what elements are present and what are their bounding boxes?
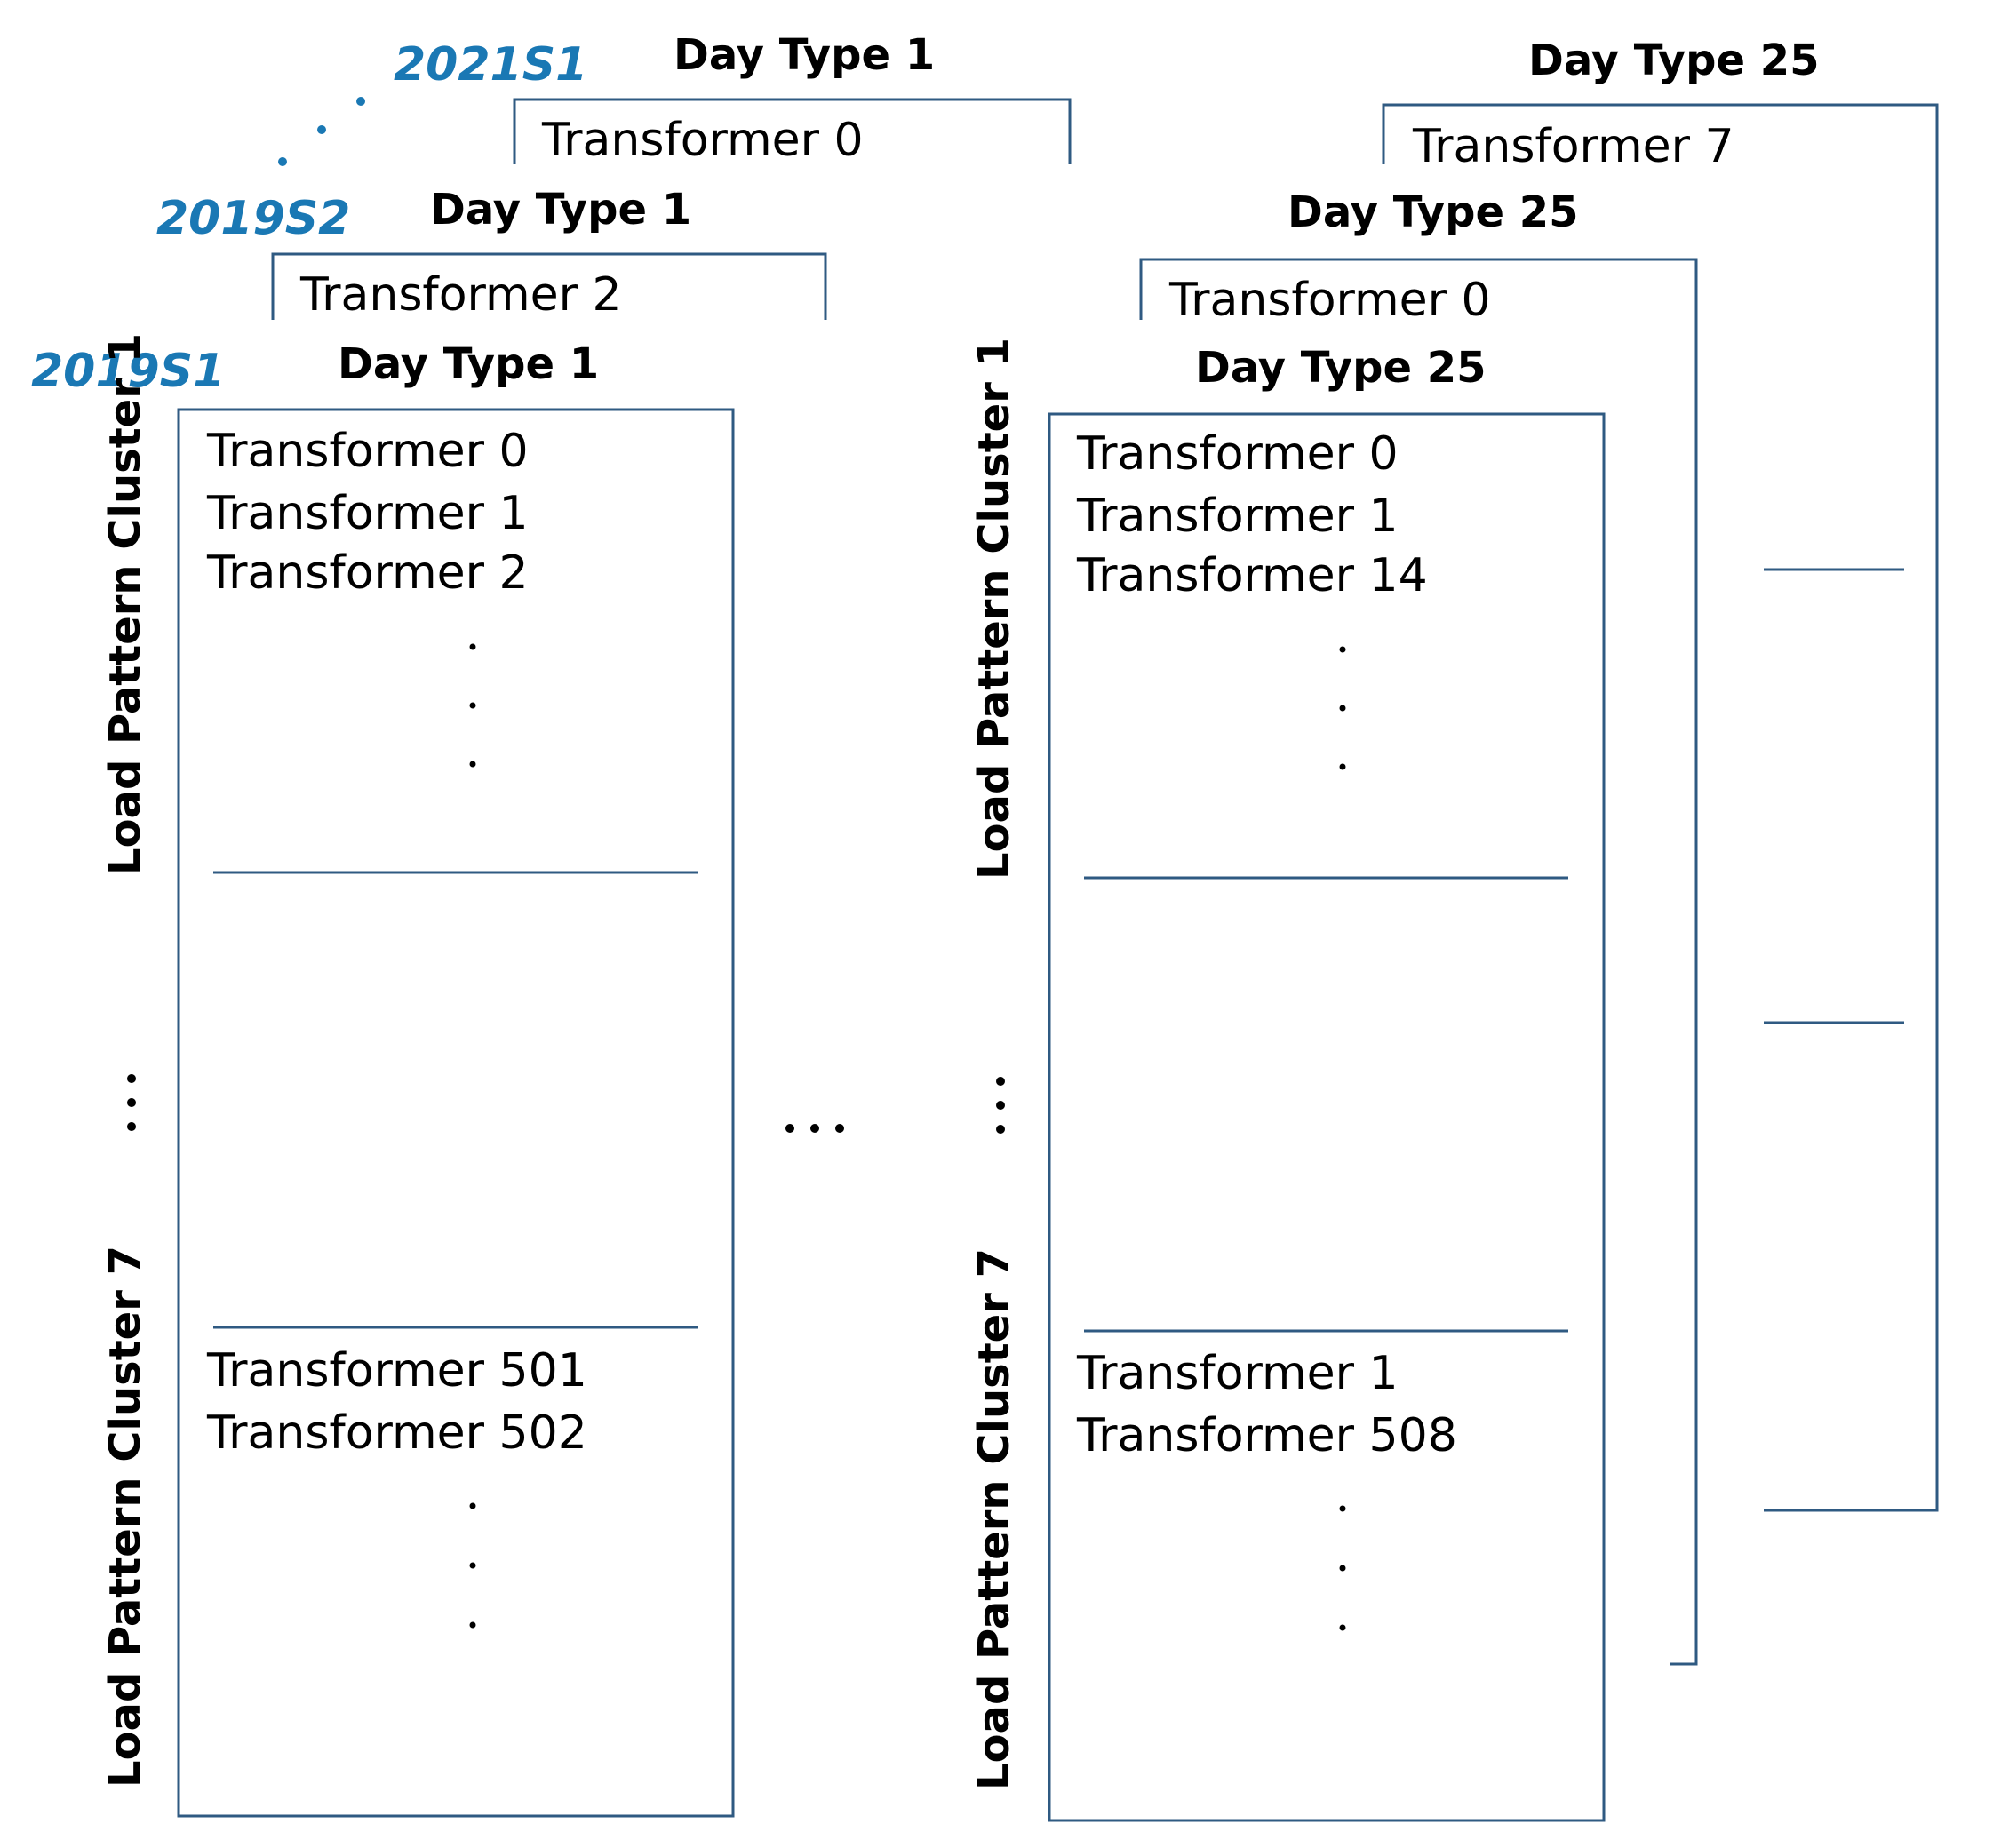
panel-frame-2019s2-dt1 xyxy=(271,252,827,320)
panel-frame-2019s1-dt25 xyxy=(1048,412,1606,1822)
cluster-ellipsis-dot xyxy=(127,1122,136,1131)
cluster-ellipsis-dot xyxy=(996,1077,1005,1086)
season-label-2019s1: 2019S1 xyxy=(31,345,225,398)
list-ellipsis-dot xyxy=(1339,646,1346,653)
transformer-label-2019s2-dt25: Transformer 0 xyxy=(1168,274,1491,327)
transformer-list-item: Transformer 0 xyxy=(1076,427,1399,481)
transformer-list-item: Transformer 1 xyxy=(206,487,529,540)
transformer-label-2021s1-dt25: Transformer 7 xyxy=(1412,120,1734,173)
season-2019s2-layer: 2019S2 Day Type 1 Transformer 2 Day Type… xyxy=(156,185,1698,1666)
transformer-label-2021s1-dt1: Transformer 0 xyxy=(541,114,864,167)
transformer-list-item: Transformer 0 xyxy=(206,425,529,478)
panel-frame-2021s1-dt25 xyxy=(1382,103,1939,1512)
cluster-ellipsis-dot xyxy=(127,1098,136,1107)
day-type-label-2021s1-last: Day Type 25 xyxy=(1528,36,1820,85)
season-ellipsis-dot xyxy=(356,97,365,106)
day-type-ellipsis-dot xyxy=(835,1124,844,1133)
day-type-label-2019s1-last: Day Type 25 xyxy=(1195,343,1487,393)
day-type-ellipsis-dot xyxy=(785,1124,794,1133)
day-type-label-2019s2-last: Day Type 25 xyxy=(1287,187,1579,237)
list-ellipsis-dot xyxy=(469,1621,476,1629)
day-type-label-2019s2-first: Day Type 1 xyxy=(430,185,691,235)
cluster-ellipsis-dot xyxy=(996,1125,1005,1134)
list-ellipsis-dot xyxy=(1339,763,1346,770)
panel-frame-2021s1-dt1 xyxy=(513,98,1072,164)
transformer-list-item: Transformer 501 xyxy=(206,1344,587,1398)
list-ellipsis-dot xyxy=(1339,1624,1346,1631)
day-type-ellipsis-dot xyxy=(810,1124,819,1133)
transformer-list-item: Transformer 508 xyxy=(1076,1409,1457,1462)
list-ellipsis-dot xyxy=(1339,705,1346,712)
list-ellipsis-dot xyxy=(1339,1505,1346,1512)
transformer-list-item: Transformer 1 xyxy=(1076,1347,1399,1400)
list-ellipsis-dot xyxy=(469,1562,476,1569)
panel-frame-2019s1-dt1 xyxy=(177,408,735,1818)
season-2021s1-layer: 2021S1 Day Type 1 Transformer 0 Day Type… xyxy=(278,30,1939,1512)
season-ellipsis-dot xyxy=(278,157,287,166)
list-ellipsis-dot xyxy=(1339,1565,1346,1572)
transformer-list-item: Transformer 2 xyxy=(206,546,529,600)
cluster-label-7-dt1: Load Pattern Cluster 7 xyxy=(100,1246,150,1788)
day-type-label-2019s1-first: Day Type 1 xyxy=(338,339,599,389)
list-ellipsis-dot xyxy=(469,643,476,650)
day-type-label-2021s1-first: Day Type 1 xyxy=(674,30,935,80)
transformer-list-item: Transformer 1 xyxy=(1076,490,1399,543)
cluster-ellipsis-dot xyxy=(996,1101,1005,1110)
season-2019s1-layer: 2019S1 Day Type 1 Load Pattern Cluster 1… xyxy=(31,333,1606,1822)
cluster-ellipsis-dot xyxy=(127,1074,136,1083)
season-label-2019s2: 2019S2 xyxy=(156,192,350,245)
panel-frame-2019s2-dt25 xyxy=(1139,258,1698,1666)
season-label-2021s1: 2021S1 xyxy=(394,38,587,92)
list-ellipsis-dot xyxy=(469,1502,476,1509)
transformer-label-2019s2-dt1: Transformer 2 xyxy=(299,268,622,322)
transformer-list-item: Transformer 14 xyxy=(1076,549,1428,602)
list-ellipsis-dot xyxy=(469,761,476,768)
cluster-label-1-dt1: Load Pattern Cluster 1 xyxy=(100,333,150,875)
list-ellipsis-dot xyxy=(469,702,476,709)
season-ellipsis-dot xyxy=(317,125,326,134)
cluster-label-7-dt25: Load Pattern Cluster 7 xyxy=(969,1248,1019,1790)
transformer-list-item: Transformer 502 xyxy=(206,1406,587,1460)
cluster-label-1-dt25: Load Pattern Cluster 1 xyxy=(969,338,1019,880)
